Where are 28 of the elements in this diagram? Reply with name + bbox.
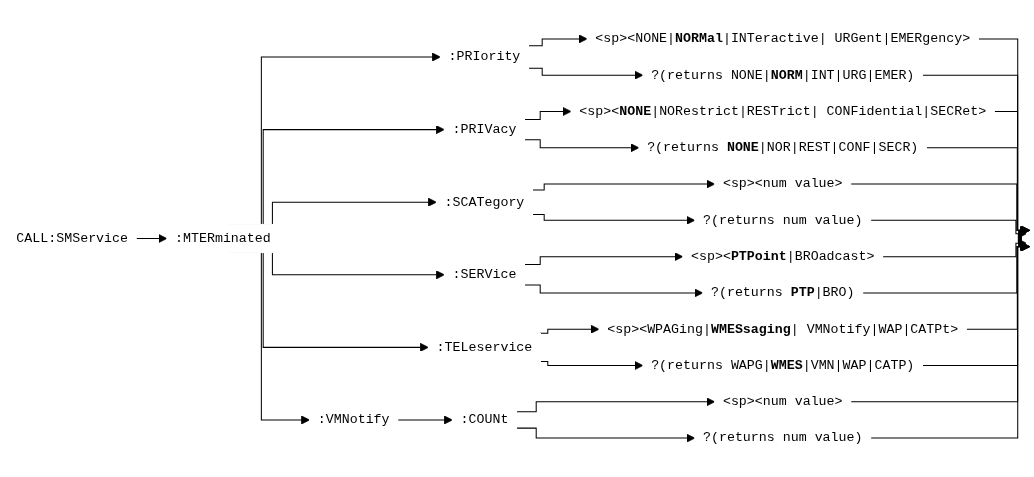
node-text: :PRIVacy xyxy=(452,121,517,138)
arrow xyxy=(397,415,453,425)
node-text: <sp><NONE|NORMal|INTeractive| URGent|EMERgency> xyxy=(595,30,971,47)
node-text: ?(returns NONE|NORM|INT|URG|EMER) xyxy=(651,67,915,83)
node-text: CALL:SMService xyxy=(16,230,129,246)
arrow xyxy=(524,107,572,120)
node-text: <sp><WPAGing|WMESsaging| VMNotify|WAP|CATPt> xyxy=(607,321,959,337)
arrow xyxy=(882,238,1027,258)
node-text: :SCATegory xyxy=(444,194,525,210)
node-bar xyxy=(1017,233,1022,244)
arrow xyxy=(870,242,1031,439)
arrow xyxy=(539,324,600,334)
node-text: :COUNt xyxy=(460,412,509,428)
node-text: :PRIority xyxy=(448,49,521,65)
arrow xyxy=(870,219,1027,239)
node-text: :SERVice xyxy=(452,266,517,283)
node-text: <sp><PTPoint|BROadcast> xyxy=(691,248,875,265)
node-text: :VMNotify xyxy=(317,412,390,428)
arrow xyxy=(528,34,588,47)
node-text: ?(returns num value) xyxy=(702,212,863,228)
node-text: :TELeservice xyxy=(436,339,533,355)
node-text: <sp><num value> xyxy=(722,393,843,410)
node-text: <sp><NONE|NORestrict|RESTrict| CONFidential|SECRet> xyxy=(579,103,987,119)
node-text: ?(returns NONE|NOR|REST|CONF|SECR) xyxy=(647,139,919,156)
node-text: <sp><num value> xyxy=(722,176,843,192)
node-text: ?(returns PTP|BRO) xyxy=(710,285,855,301)
node-text: ?(returns WAPG|WMES|VMN|WAP|CATP) xyxy=(651,357,915,373)
node-text: ?(returns num value) xyxy=(702,430,863,446)
